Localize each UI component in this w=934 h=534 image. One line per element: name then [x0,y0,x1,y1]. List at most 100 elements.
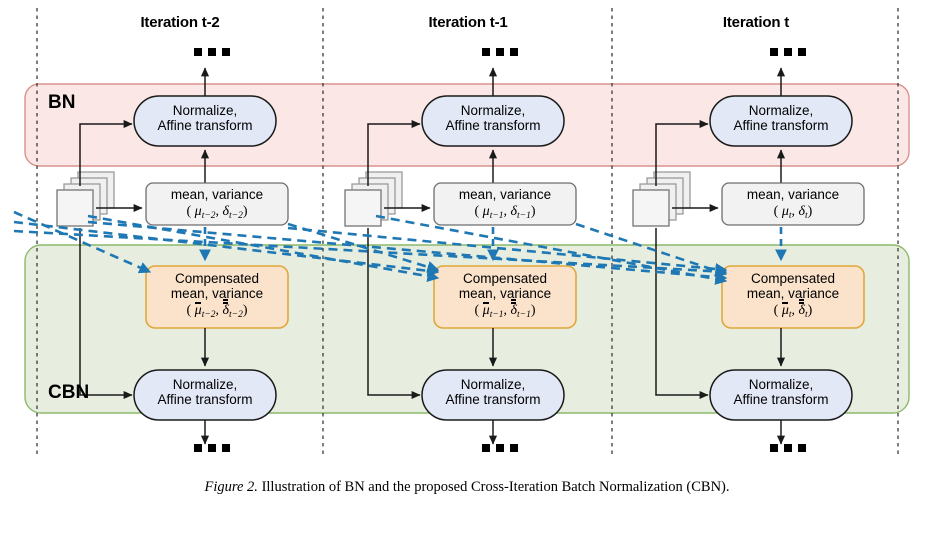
mu-bar: μ [482,302,490,319]
stats-line1: mean, variance [458,187,552,202]
open-paren: ( [773,204,779,220]
mu-symbol: μ [482,303,490,319]
close-paren: ) [530,303,536,319]
comma: , [215,303,220,319]
delta-symbol: δ [222,303,230,319]
cbn-normalize-line1: Normalize, [460,377,526,392]
column-title-t-2: Iteration t-2 [140,14,220,31]
compensated-label: Compensated mean, variance ( μt, δt) [722,271,864,321]
bn-normalize-line1: Normalize, [460,103,526,118]
mu-symbol: μ [194,204,202,220]
band-label-bn: BN [48,92,76,113]
stats-line1: mean, variance [746,187,840,202]
mu-subscript: t−1 [489,310,504,321]
delta-subscript: t [805,310,808,321]
top-ellipsis-t [770,48,806,56]
compensated-formula: ( μt−1, δt−1) [474,299,536,321]
open-paren: ( [474,303,480,319]
close-paren: ) [242,303,248,319]
cbn-normalize-line2: Affine transform [445,392,541,408]
mu-subscript: t−1 [489,211,504,222]
delta-subscript: t−1 [517,211,531,222]
bn-normalize-line2: Affine transform [733,118,829,134]
bn-normalize-label: Normalize, Affine transform [710,103,852,133]
comma: , [791,204,796,220]
stats-formula: ( μt, δt) [773,204,813,222]
delta-subscript: t−2 [229,211,243,222]
bottom-ellipsis-t [770,444,806,452]
mu-subscript: t−2 [201,211,216,222]
delta-symbol: δ [222,204,230,220]
compensated-line1: Compensated [174,271,260,286]
mu-subscript: t [788,310,792,321]
bn-normalize-line2: Affine transform [445,118,541,134]
cbn-normalize-label: Normalize, Affine transform [422,377,564,407]
mu-bar: μ [194,302,202,319]
stats-line1: mean, variance [170,187,264,202]
mu-symbol: μ [482,204,490,220]
stats-label: mean, variance ( μt−1, δt−1) [434,187,576,222]
compensated-formula: ( μt, δt) [773,299,813,321]
cbn-normalize-line2: Affine transform [157,392,253,408]
close-paren: ) [807,204,813,220]
compensated-formula: ( μt−2, δt−2) [186,299,248,321]
column-title-t: Iteration t [722,14,790,31]
comma: , [503,303,508,319]
comma: , [215,204,220,220]
bottom-ellipsis-t-1 [482,444,518,452]
compensated-label: Compensated mean, variance ( μt−2, δt−2) [146,271,288,321]
delta-symbol: δ [798,303,806,319]
delta-subscript: t−1 [517,310,531,321]
bn-normalize-label: Normalize, Affine transform [134,103,276,133]
cbn-normalize-line1: Normalize, [748,377,814,392]
mu-subscript: t−2 [201,310,216,321]
compensated-line2: mean, variance [170,286,264,302]
open-paren: ( [474,204,480,220]
top-ellipsis-t-1 [482,48,518,56]
compensated-line2: mean, variance [746,286,840,302]
cbn-normalize-line1: Normalize, [172,377,238,392]
bn-normalize-line2: Affine transform [157,118,253,134]
bn-normalize-line1: Normalize, [172,103,238,118]
mu-symbol: μ [194,303,202,319]
bn-normalize-line1: Normalize, [748,103,814,118]
comma: , [503,204,508,220]
figure-caption: Figure 2. Illustration of BN and the pro… [0,479,934,496]
open-paren: ( [186,303,192,319]
close-paren: ) [242,204,248,220]
mu-bar: μ [781,302,789,319]
top-ellipsis-t-2 [194,48,230,56]
mu-subscript: t [788,211,792,222]
figure-caption-text: Illustration of BN and the proposed Cros… [257,479,730,495]
compensated-line1: Compensated [462,271,548,286]
cbn-normalize-label: Normalize, Affine transform [134,377,276,407]
mu-symbol: μ [781,204,789,220]
open-paren: ( [773,303,779,319]
band-label-cbn: CBN [48,382,90,403]
delta-symbol: δ [510,204,518,220]
delta-symbol: δ [798,204,806,220]
delta-bar: δ [222,299,230,319]
cbn-normalize-line2: Affine transform [733,392,829,408]
comma: , [791,303,796,319]
bn-normalize-label: Normalize, Affine transform [422,103,564,133]
delta-symbol: δ [510,303,518,319]
compensated-line1: Compensated [750,271,836,286]
bottom-ellipsis-t-2 [194,444,230,452]
stats-formula: ( μt−2, δt−2) [186,204,248,222]
stats-label: mean, variance ( μt, δt) [722,187,864,222]
column-title-t-1: Iteration t-1 [428,14,508,31]
cbn-normalize-label: Normalize, Affine transform [710,377,852,407]
compensated-label: Compensated mean, variance ( μt−1, δt−1) [434,271,576,321]
open-paren: ( [186,204,192,220]
delta-bar: δ [798,299,806,319]
delta-subscript: t [805,211,808,222]
mu-symbol: μ [781,303,789,319]
stats-formula: ( μt−1, δt−1) [474,204,536,222]
compensated-line2: mean, variance [458,286,552,302]
close-paren: ) [530,204,536,220]
delta-bar: δ [510,299,518,319]
close-paren: ) [807,303,813,319]
